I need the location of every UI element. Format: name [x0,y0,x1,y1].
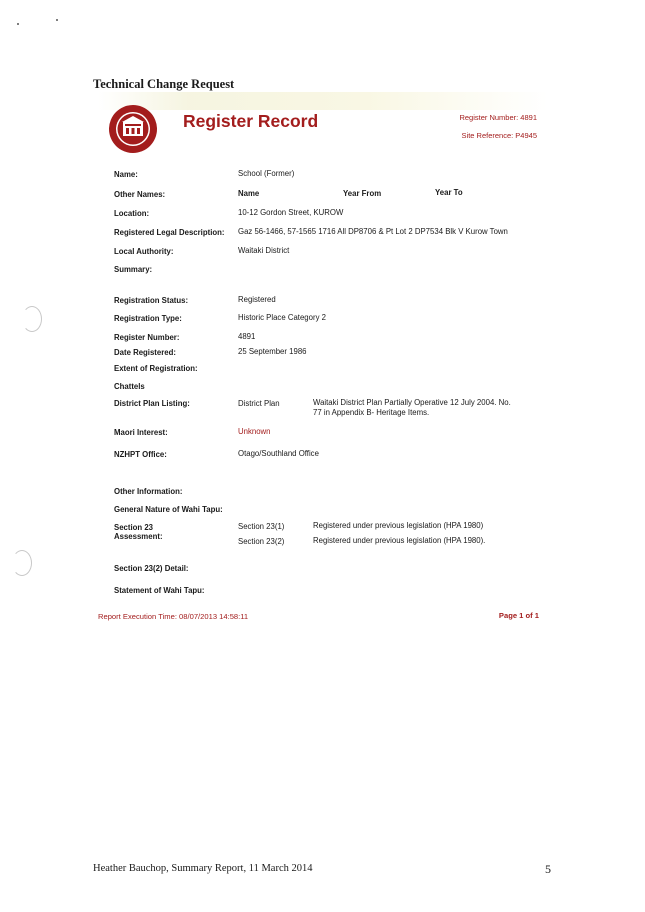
section23-1: Section 23(1) [238,522,285,531]
scan-speck [56,19,58,21]
local-authority-value: Waitaki District [238,246,290,255]
wahi-tapu-nature-label: General Nature of Wahi Tapu: [114,505,223,514]
page-heading: Technical Change Request [93,77,235,91]
section23-1-value: Registered under previous legislation (H… [313,521,484,530]
register-number-value: 4891 [238,332,256,341]
report-execution-time: Report Execution Time: 08/07/2013 14:58:… [98,612,249,621]
punch-hole-icon [22,306,42,332]
other-names-col-name: Name [238,189,260,198]
scan-speck [17,23,19,25]
register-record-title: Register Record [183,111,319,131]
register-number-header: Register Number: 4891 [459,113,537,122]
header-banner [98,92,548,110]
district-plan-value-line2: 77 in Appendix B- Heritage Items. [313,408,430,417]
local-authority-label: Local Authority: [114,247,174,256]
nzhpt-office-label: NZHPT Office: [114,450,167,459]
nzhpt-office-value: Otago/Southland Office [238,449,319,458]
report-page-count: Page 1 of 1 [498,611,539,620]
location-value: 10-12 Gordon Street, KUROW [238,208,344,217]
registration-status-value: Registered [238,295,276,304]
legal-description-label: Registered Legal Description: [114,228,225,237]
date-registered-label: Date Registered: [114,348,176,357]
other-names-col-year-to: Year To [435,188,463,197]
site-reference-header: Site Reference: P4945 [461,131,537,140]
maori-interest-value: Unknown [238,427,271,436]
name-value: School (Former) [238,169,295,178]
statement-wahi-tapu-label: Statement of Wahi Tapu: [114,586,205,595]
other-names-col-year-from: Year From [343,189,382,198]
other-names-label: Other Names: [114,190,166,199]
registration-type-label: Registration Type: [114,314,182,323]
section23-2: Section 23(2) [238,537,285,546]
nzhpt-seal-icon [108,104,158,154]
section23-2-value: Registered under previous legislation (H… [313,536,486,545]
legal-description-value: Gaz 56-1466, 57-1565 1716 All DP8706 & P… [238,227,508,236]
extent-label: Extent of Registration: [114,364,198,373]
section23-assessment-label: Assessment: [114,532,163,541]
district-plan-value-line1: Waitaki District Plan Partially Operativ… [313,398,511,407]
chattels-label: Chattels [114,382,145,391]
section23-label: Section 23 [114,523,153,532]
registration-status-label: Registration Status: [114,296,189,305]
date-registered-value: 25 September 1986 [238,347,307,356]
district-plan-label: District Plan Listing: [114,399,190,408]
page-footer-text: Heather Bauchop, Summary Report, 11 Marc… [93,863,313,874]
district-plan-col: District Plan [238,399,280,408]
location-label: Location: [114,209,150,218]
summary-label: Summary: [114,265,153,274]
other-information-label: Other Information: [114,487,183,496]
punch-hole-icon [12,550,32,576]
page-number: 5 [545,862,551,876]
maori-interest-label: Maori Interest: [114,428,168,437]
section23-detail-label: Section 23(2) Detail: [114,564,189,573]
register-number-label: Register Number: [114,333,180,342]
registration-type-value: Historic Place Category 2 [238,313,326,322]
name-label: Name: [114,170,138,179]
